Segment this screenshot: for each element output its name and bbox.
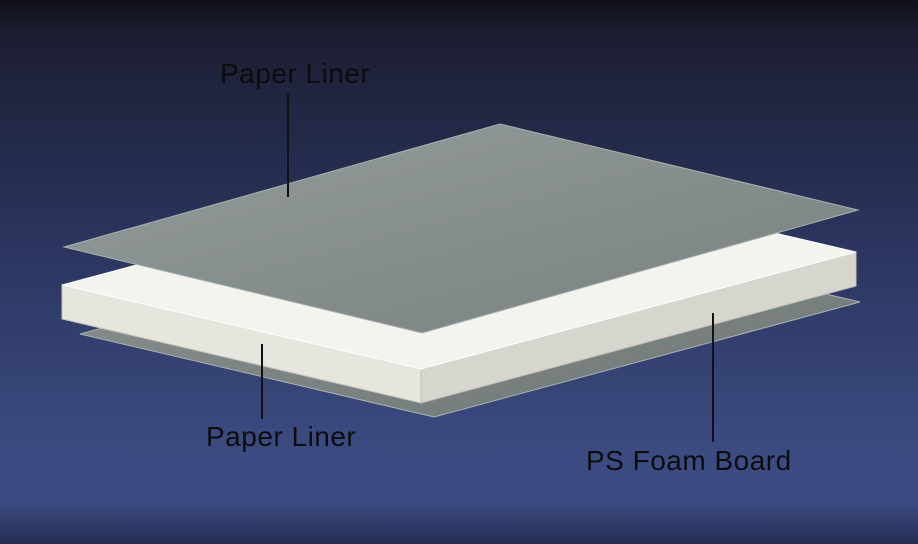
top-paper-liner-sheet [62,123,860,334]
label-bottom-paper-liner: Paper Liner [206,421,357,452]
label-top-paper-liner: Paper Liner [220,58,371,89]
label-ps-foam-board: PS Foam Board [586,445,792,476]
